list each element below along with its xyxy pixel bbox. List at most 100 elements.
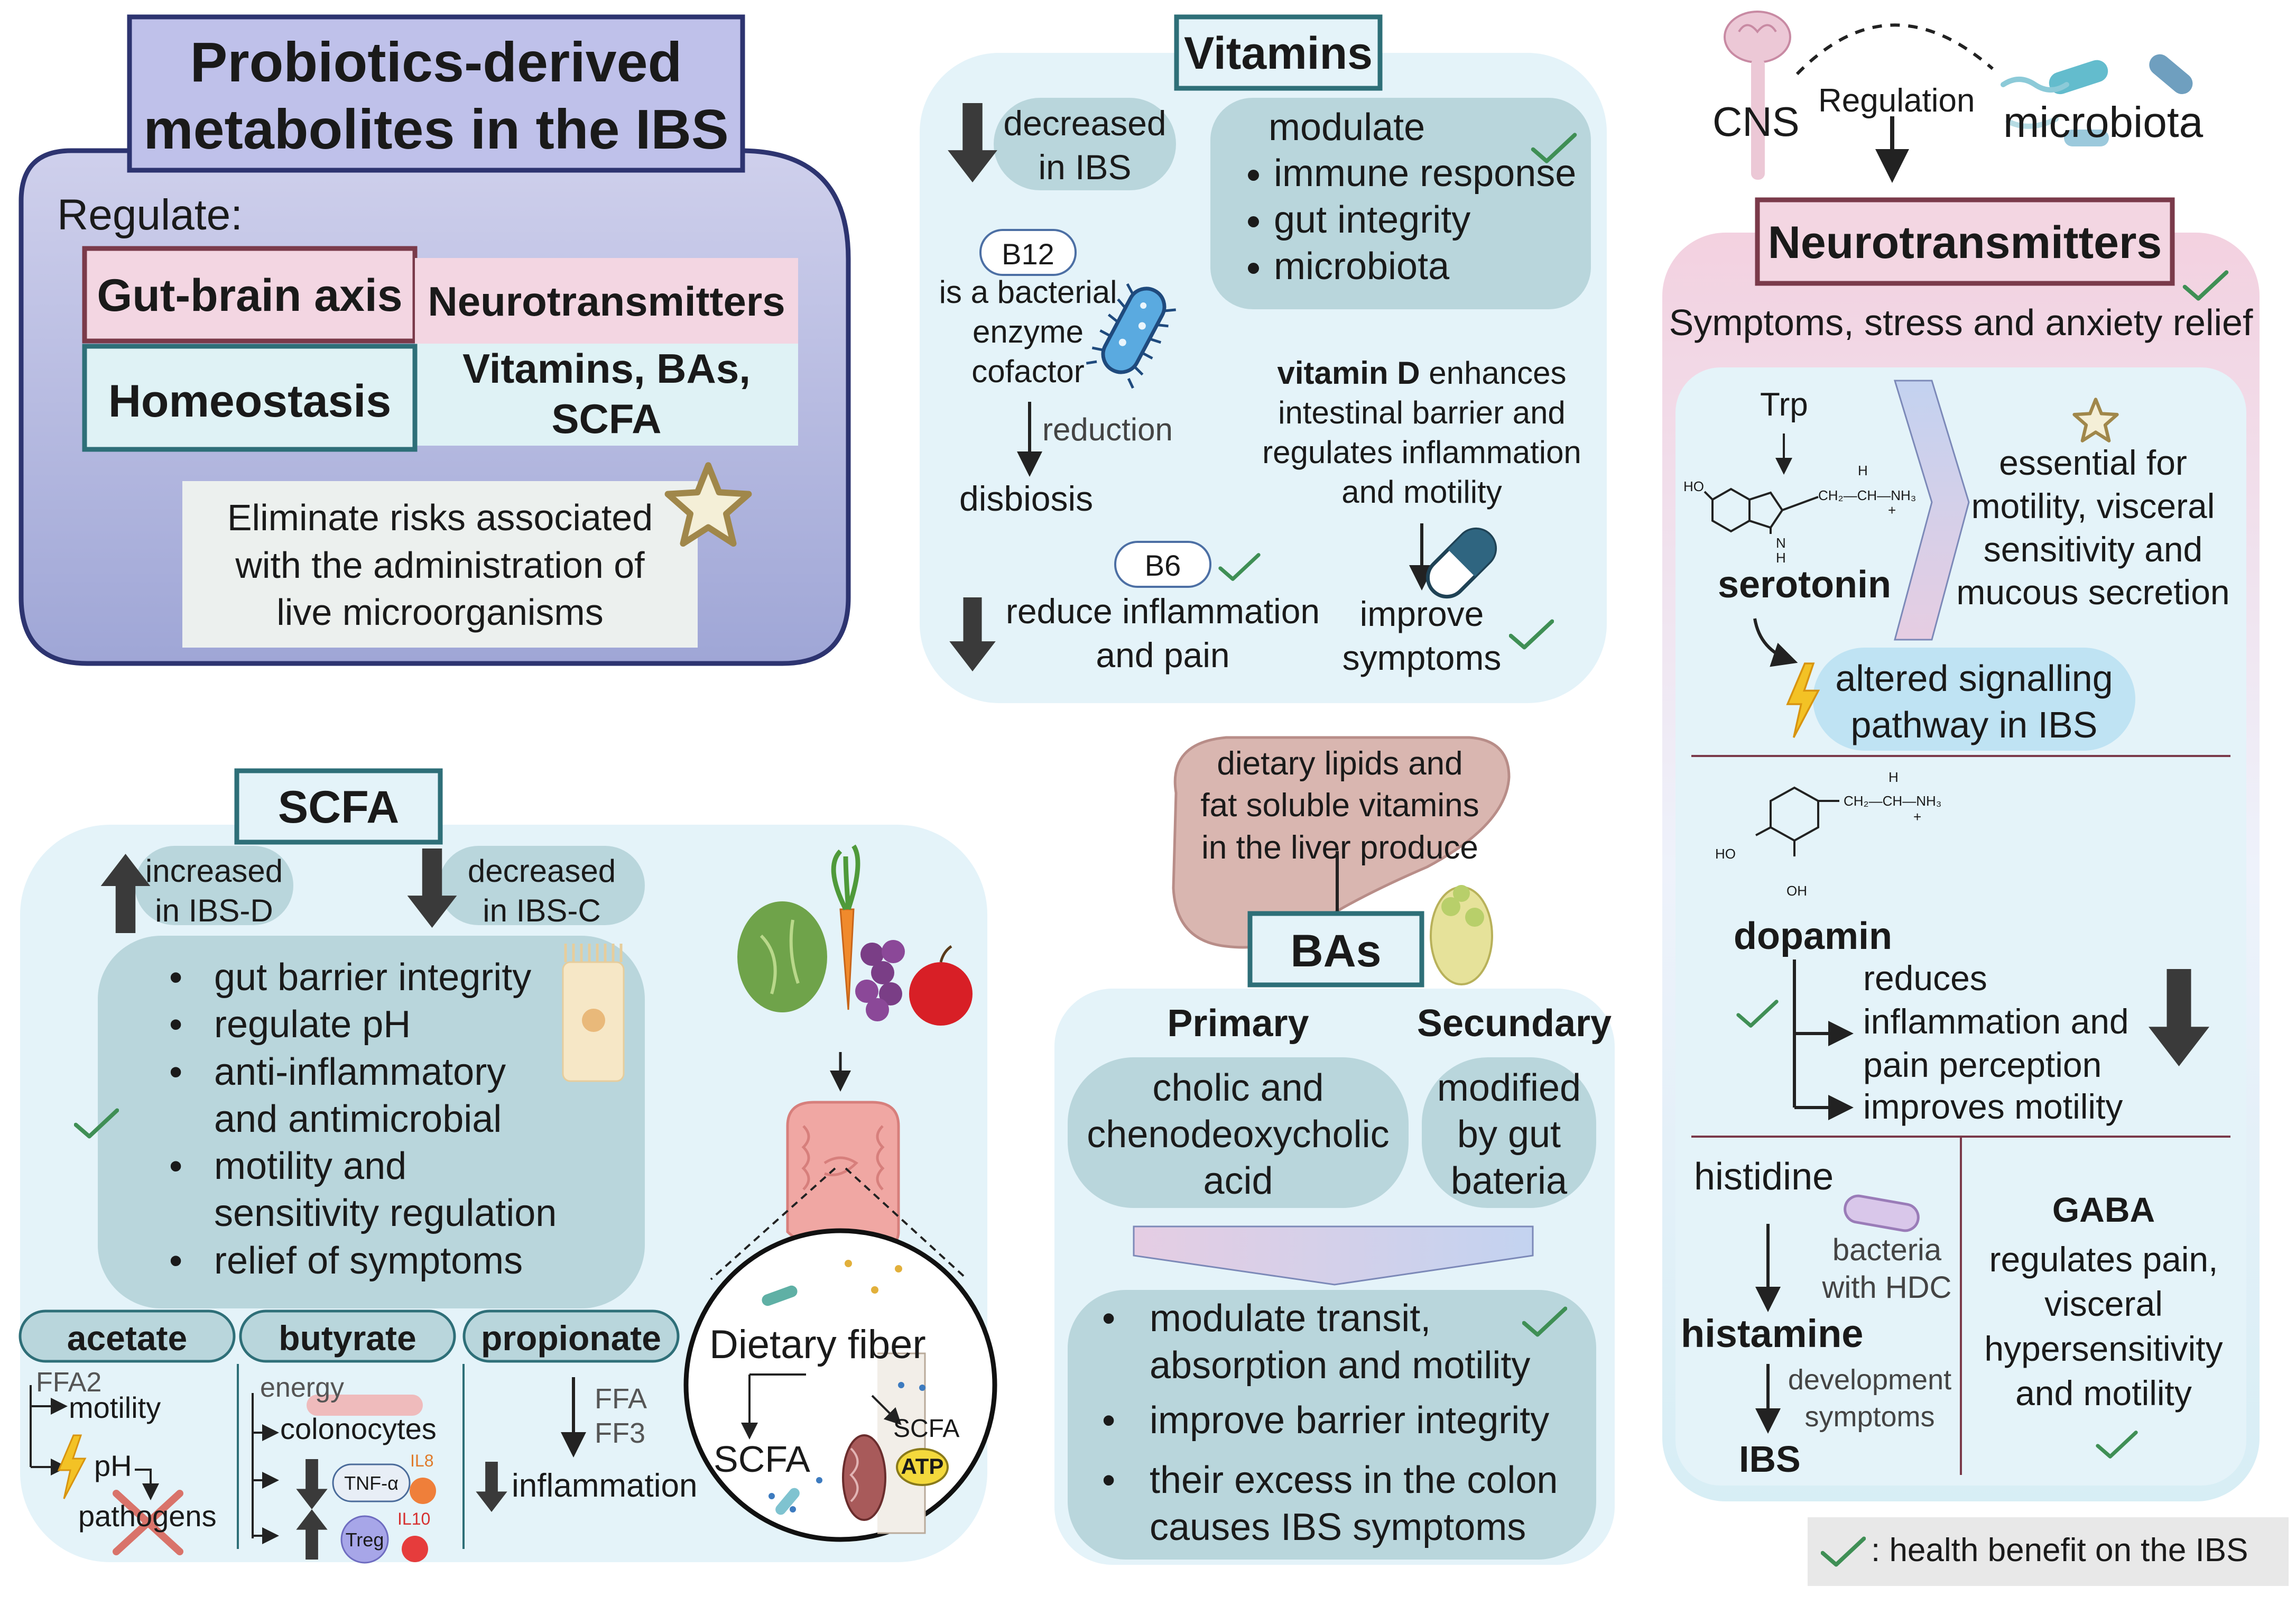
scfa-header-box	[234, 768, 443, 845]
neuro-relief: Symptoms, stress and anxiety relief	[1669, 302, 2253, 343]
serotonin-structure	[1704, 487, 1819, 534]
b6-badge: B6	[1144, 549, 1181, 582]
homeostasis-box	[82, 344, 418, 452]
bacterium-icon	[1844, 1194, 1920, 1232]
chem-ho: HO	[1683, 478, 1704, 494]
list-item: immune response	[1274, 151, 1576, 197]
bas-header-box	[1247, 911, 1424, 988]
chem-ho-2: HO	[1715, 846, 1736, 862]
ff3-label: FF3	[595, 1417, 646, 1449]
regulate-neurotransmitters: Neurotransmitters	[428, 278, 785, 325]
ibs-label: IBS	[1739, 1438, 1801, 1480]
disbiosis-label: disbiosis	[959, 479, 1094, 518]
list-item: microbiota	[1274, 244, 1576, 290]
list-item: •anti-inflammatory	[169, 1050, 506, 1093]
list-item: •modulate transit,	[1102, 1297, 1431, 1340]
cns-label: CNS	[1712, 98, 1800, 145]
vegetables-icon	[737, 844, 973, 1026]
il10-label: IL10	[397, 1509, 431, 1528]
bas-bullet-list: •modulate transit, absorption and motili…	[1102, 1295, 1558, 1551]
list-item: causes IBS symptoms	[1150, 1506, 1526, 1549]
microbiota-icon	[2001, 54, 2193, 146]
list-item: •their excess in the colon	[1102, 1459, 1558, 1501]
vitamins-modulate: modulate	[1269, 106, 1425, 149]
list-item: •relief of symptoms	[169, 1239, 523, 1282]
chevron-right	[1893, 380, 1970, 641]
regulate-label: Regulate:	[57, 191, 243, 239]
chem-oh: OH	[1786, 883, 1807, 899]
pill-icon	[1425, 527, 1497, 599]
list-item: sensitivity regulation	[214, 1192, 557, 1235]
gaba-label: GABA	[2052, 1190, 2155, 1229]
eliminate-box	[182, 481, 698, 648]
secundary-label: Secundary	[1417, 1002, 1612, 1045]
vitamins-header: Vitamins	[1184, 28, 1373, 79]
ffa2-label: FFA2	[36, 1367, 102, 1398]
legend-text: : health benefit on the IBS	[1871, 1532, 2248, 1569]
propionate-label: propionate	[481, 1318, 661, 1358]
list-item: and antimicrobial	[214, 1097, 502, 1140]
b12-badge: B12	[1002, 237, 1054, 271]
liver-icon	[1172, 736, 1511, 949]
chem-nh: H	[1776, 550, 1786, 566]
neuro-header: Neurotransmitters	[1767, 217, 2162, 268]
colonocytes-label: colonocytes	[280, 1412, 437, 1445]
legend-box	[1808, 1517, 2289, 1586]
atp-label: ATP	[901, 1454, 944, 1479]
bacterium-icon	[1086, 283, 1176, 389]
dietary-fiber-label: Dietary fiber	[709, 1322, 926, 1367]
list-item: •gut barrier integrity	[169, 956, 532, 999]
chevron-down	[1133, 1225, 1534, 1286]
regulation-label: Regulation	[1818, 82, 1975, 119]
cross-icon	[113, 1490, 183, 1555]
il8-label: IL8	[410, 1451, 434, 1470]
pathogens-label: pathogens	[78, 1499, 217, 1533]
dopamine-structure	[1755, 786, 1839, 856]
gut-brain-box	[82, 246, 418, 344]
gut-brain-axis-label: Gut-brain axis	[97, 270, 403, 321]
chem-chain-2: CH₂—CH—NH₃	[1844, 793, 1942, 809]
serotonin-label: serotonin	[1718, 564, 1892, 606]
acetate-label: acetate	[67, 1318, 188, 1358]
bas-header: BAs	[1290, 926, 1382, 976]
vitamins-header-box	[1174, 14, 1383, 91]
energy-label: energy	[260, 1372, 344, 1403]
histamine-label: histamine	[1681, 1312, 1864, 1355]
trp-label: Trp	[1760, 386, 1808, 423]
inflammation-label: inflammation	[512, 1468, 698, 1504]
butyrate-label: butyrate	[279, 1318, 416, 1358]
ffa-label: FFA	[595, 1383, 647, 1415]
acetate-ph: pH	[94, 1449, 132, 1482]
scfa-bullet-list: •gut barrier integrity •regulate pH •ant…	[169, 954, 557, 1285]
chem-h: H	[1858, 463, 1868, 478]
tnf-label: TNF-α	[344, 1472, 399, 1494]
chem-h-2: H	[1888, 769, 1899, 785]
list-item: gut integrity	[1274, 197, 1576, 244]
list-item: •improve barrier integrity	[1102, 1399, 1550, 1442]
scfa-small-label: SCFA	[893, 1415, 960, 1443]
chem-plus: +	[1888, 502, 1896, 518]
dopamin-label: dopamin	[1734, 915, 1892, 957]
treg-label: Treg	[345, 1529, 384, 1551]
list-item: absorption and motility	[1150, 1344, 1531, 1387]
list-item: •motility and	[169, 1145, 407, 1188]
chem-chain: CH₂—CH—NH₃	[1818, 487, 1917, 503]
